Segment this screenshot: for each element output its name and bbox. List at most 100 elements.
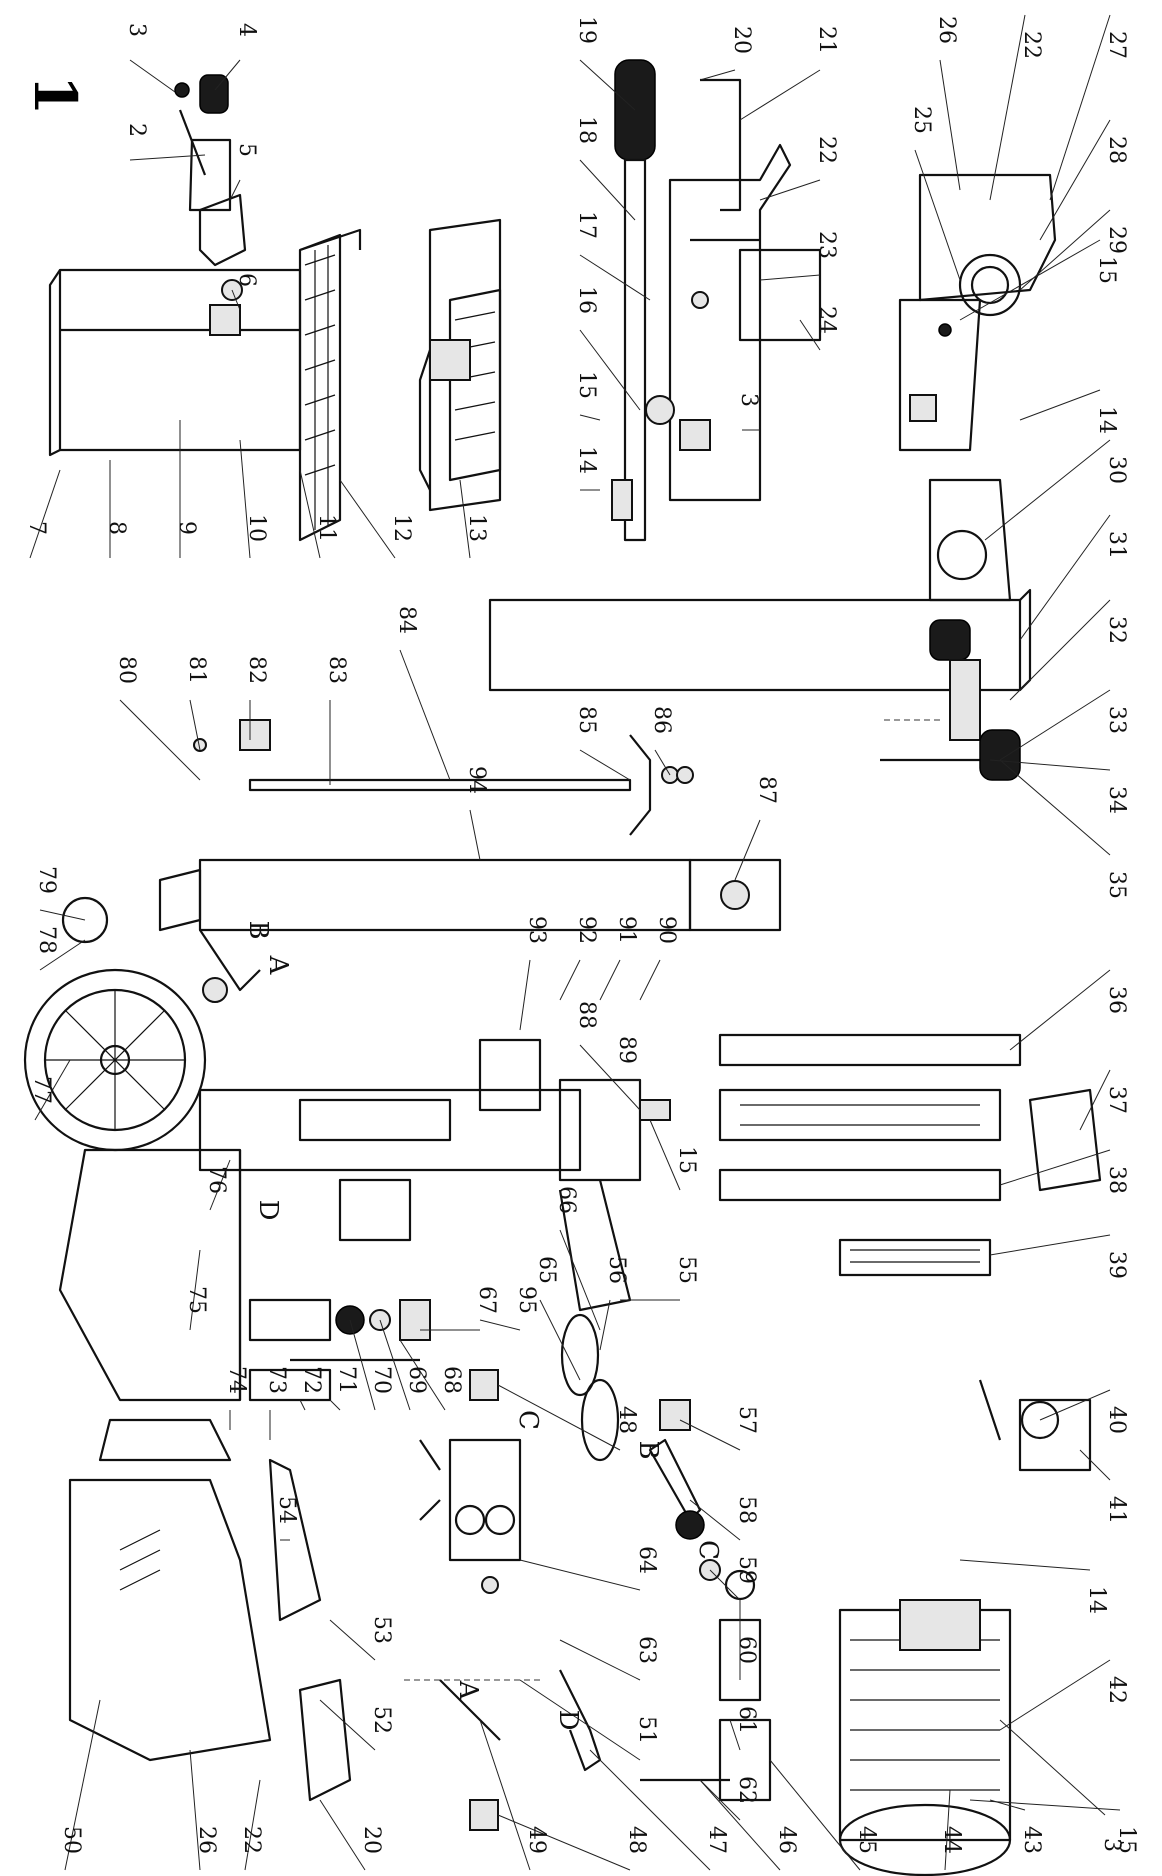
leader-94 bbox=[469, 809, 481, 861]
leader-18 bbox=[579, 159, 636, 221]
part-number-94: 94 bbox=[464, 766, 489, 794]
part-number-42: 42 bbox=[1104, 1676, 1129, 1704]
part-number-33: 33 bbox=[1104, 706, 1129, 734]
part-number-22-2: 22 bbox=[1019, 31, 1044, 59]
main-column bbox=[488, 478, 1032, 781]
wheel-base bbox=[23, 896, 242, 1462]
leader-7 bbox=[29, 469, 61, 559]
control-housing bbox=[898, 173, 1057, 452]
leader-16 bbox=[579, 329, 641, 411]
leader-37 bbox=[1079, 1069, 1111, 1131]
leader-48 bbox=[497, 1814, 631, 1871]
part-number-15-2: 15 bbox=[1094, 256, 1119, 284]
part-number-10: 10 bbox=[244, 514, 269, 542]
part-number-26: 26 bbox=[934, 16, 959, 44]
leader-58 bbox=[689, 1499, 741, 1541]
leader-50 bbox=[64, 1699, 101, 1871]
part-number-84: 84 bbox=[394, 606, 419, 634]
part-number-13: 13 bbox=[464, 514, 489, 542]
part-number-3-2: 3 bbox=[736, 393, 761, 407]
leader-46 bbox=[699, 1779, 781, 1871]
leader-11 bbox=[299, 469, 321, 559]
leader-39 bbox=[989, 1234, 1111, 1256]
part-number-61: 61 bbox=[734, 1706, 759, 1734]
leader-75 bbox=[189, 1249, 201, 1331]
part-number-85: 85 bbox=[574, 706, 599, 734]
part-number-35: 35 bbox=[1104, 871, 1129, 899]
leader-36 bbox=[1009, 969, 1111, 1051]
leader-92 bbox=[559, 959, 581, 1001]
connector-letter-b-1: B bbox=[243, 920, 273, 939]
leader-77 bbox=[34, 1059, 71, 1121]
leader-70 bbox=[349, 1319, 376, 1411]
connector-letter-c-2: C bbox=[693, 1540, 723, 1560]
part-number-74: 74 bbox=[224, 1366, 249, 1394]
leader-79 bbox=[39, 909, 86, 921]
leader-53 bbox=[329, 1619, 376, 1661]
connector-letter-c-1: C bbox=[513, 1410, 543, 1430]
part-number-15-3: 15 bbox=[674, 1146, 699, 1174]
part-number-21: 21 bbox=[814, 26, 839, 54]
part-number-89: 89 bbox=[614, 1036, 639, 1064]
part-number-34: 34 bbox=[1104, 786, 1129, 814]
part-number-40: 40 bbox=[1104, 1406, 1129, 1434]
leader-84 bbox=[399, 649, 451, 781]
cam-parts bbox=[248, 1298, 620, 1462]
part-number-38: 38 bbox=[1104, 1166, 1129, 1194]
part-number-46: 46 bbox=[774, 1826, 799, 1854]
part-number-91: 91 bbox=[614, 916, 639, 944]
part-number-7: 7 bbox=[24, 521, 49, 535]
leader-35 bbox=[999, 759, 1111, 856]
leader-33 bbox=[999, 689, 1111, 761]
part-number-76: 76 bbox=[204, 1166, 229, 1194]
part-number-57: 57 bbox=[734, 1406, 759, 1434]
leader-2 bbox=[129, 154, 206, 161]
leader-48-2 bbox=[497, 1384, 621, 1451]
connector-letter-a-1: A bbox=[263, 955, 293, 976]
leader-45 bbox=[769, 1759, 861, 1871]
part-number-25: 25 bbox=[909, 106, 934, 134]
part-number-75: 75 bbox=[184, 1286, 209, 1314]
part-number-39: 39 bbox=[1104, 1251, 1129, 1279]
leader-22-2 bbox=[989, 14, 1026, 201]
part-number-72: 72 bbox=[299, 1366, 324, 1394]
leader-13 bbox=[459, 479, 471, 559]
leader-42 bbox=[999, 1659, 1111, 1731]
part-number-73: 73 bbox=[264, 1366, 289, 1394]
chassis-beam bbox=[198, 1038, 671, 1312]
part-number-65: 65 bbox=[534, 1256, 559, 1284]
part-number-14: 14 bbox=[574, 446, 599, 474]
part-number-12: 12 bbox=[389, 514, 414, 542]
foot-plate-assembly bbox=[48, 218, 502, 542]
connector-letter-a-2: A bbox=[453, 1680, 483, 1701]
part-number-17: 17 bbox=[574, 211, 599, 239]
leader-3 bbox=[129, 59, 176, 93]
leader-24 bbox=[799, 319, 821, 351]
leader-90 bbox=[639, 959, 661, 1001]
leader-32 bbox=[1009, 599, 1111, 701]
leader-68 bbox=[399, 1339, 446, 1411]
leader-19 bbox=[579, 59, 636, 111]
part-number-4: 4 bbox=[234, 23, 259, 37]
part-number-6: 6 bbox=[234, 273, 259, 287]
part-number-22-3: 22 bbox=[239, 1826, 264, 1854]
part-number-29: 29 bbox=[1104, 226, 1129, 254]
leader-20 bbox=[699, 69, 736, 81]
part-number-68: 68 bbox=[439, 1366, 464, 1394]
leader-62 bbox=[699, 1779, 741, 1821]
leader-15-4 bbox=[969, 1799, 1121, 1811]
connector-letter-d-2: D bbox=[553, 1710, 583, 1731]
part-number-32: 32 bbox=[1104, 616, 1129, 644]
hydraulic-pump bbox=[640, 1569, 772, 1802]
leader-34 bbox=[989, 759, 1111, 771]
leader-64 bbox=[519, 1559, 641, 1591]
part-number-28: 28 bbox=[1104, 136, 1129, 164]
leader-41 bbox=[1079, 1449, 1111, 1481]
leader-40 bbox=[1039, 1389, 1111, 1421]
leader-38 bbox=[999, 1149, 1111, 1186]
part-number-18: 18 bbox=[574, 116, 599, 144]
part-number-86: 86 bbox=[649, 706, 674, 734]
leader-20-2 bbox=[319, 1799, 366, 1871]
leader-65 bbox=[539, 1299, 581, 1381]
part-number-82: 82 bbox=[244, 656, 269, 684]
